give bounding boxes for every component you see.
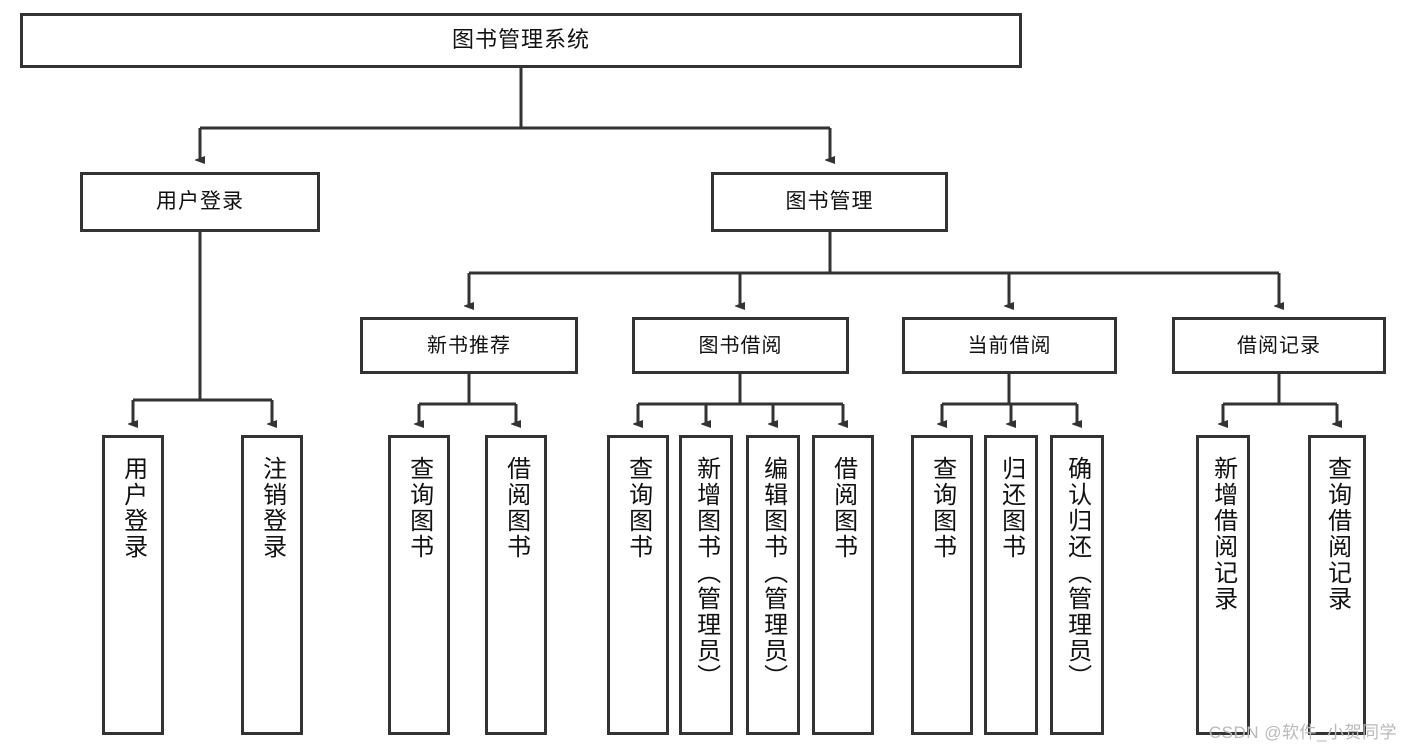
node-label: 用户登录 [119,456,147,560]
node-label: 归还图书 [997,456,1025,560]
node-label: 查询图书 [405,456,433,560]
leaf-add-borrow-record[interactable]: 新增借阅记录 [1196,435,1250,735]
leaf-query-book-3[interactable]: 查询图书 [911,435,973,735]
node-label: 借阅记录 [1237,334,1321,357]
node-current-borrow[interactable]: 当前借阅 [902,317,1117,374]
leaf-edit-book[interactable]: 编辑图书（管理员） [746,435,800,735]
leaf-add-book[interactable]: 新增图书（管理员） [679,435,733,735]
leaf-borrow-book-2[interactable]: 借阅图书 [812,435,874,735]
node-label: 编辑图书（管理员） [759,456,787,690]
leaf-confirm-return[interactable]: 确认归还（管理员） [1050,435,1104,735]
node-label: 当前借阅 [967,334,1052,357]
leaf-return-book[interactable]: 归还图书 [984,435,1038,735]
node-label: 新增图书（管理员） [692,456,720,690]
leaf-query-book-2[interactable]: 查询图书 [607,435,669,735]
node-book-manage[interactable]: 图书管理 [711,172,948,232]
node-label: 借阅图书 [829,456,857,560]
node-label: 注销登录 [258,456,286,560]
node-label: 查询图书 [624,456,652,560]
node-label: 图书管理系统 [451,27,590,53]
node-label: 用户登录 [156,190,244,214]
leaf-logout-login[interactable]: 注销登录 [241,435,303,735]
node-book-borrow[interactable]: 图书借阅 [632,317,849,374]
node-label: 图书借阅 [698,334,783,357]
leaf-query-book-1[interactable]: 查询图书 [388,435,450,735]
node-borrow-record[interactable]: 借阅记录 [1172,317,1386,374]
node-book-management-system[interactable]: 图书管理系统 [20,13,1022,68]
node-label: 新书推荐 [427,334,511,357]
leaf-borrow-book-1[interactable]: 借阅图书 [485,435,547,735]
node-label: 图书管理 [785,190,874,214]
leaf-query-borrow-record[interactable]: 查询借阅记录 [1308,435,1366,735]
node-label: 借阅图书 [502,456,530,560]
node-label: 查询借阅记录 [1323,456,1351,612]
node-label: 确认归还（管理员） [1063,456,1091,690]
node-label: 查询图书 [928,456,956,560]
leaf-user-login[interactable]: 用户登录 [102,435,164,735]
node-label: 新增借阅记录 [1209,456,1237,612]
csdn-watermark: CSDN @软件_小贺同学 [1208,723,1397,742]
node-user-login[interactable]: 用户登录 [80,172,320,232]
node-new-book-recommend[interactable]: 新书推荐 [360,317,578,374]
